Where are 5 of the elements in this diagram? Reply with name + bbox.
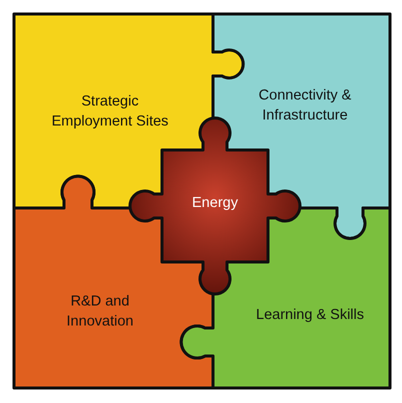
piece-label: Connectivity & Infrastructure <box>258 86 352 125</box>
piece-label: R&D and Innovation <box>66 292 134 331</box>
piece-label: Learning & Skills <box>255 306 365 326</box>
piece-label: Strategic Employment Sites <box>50 92 170 131</box>
piece-label: Energy <box>191 194 239 214</box>
